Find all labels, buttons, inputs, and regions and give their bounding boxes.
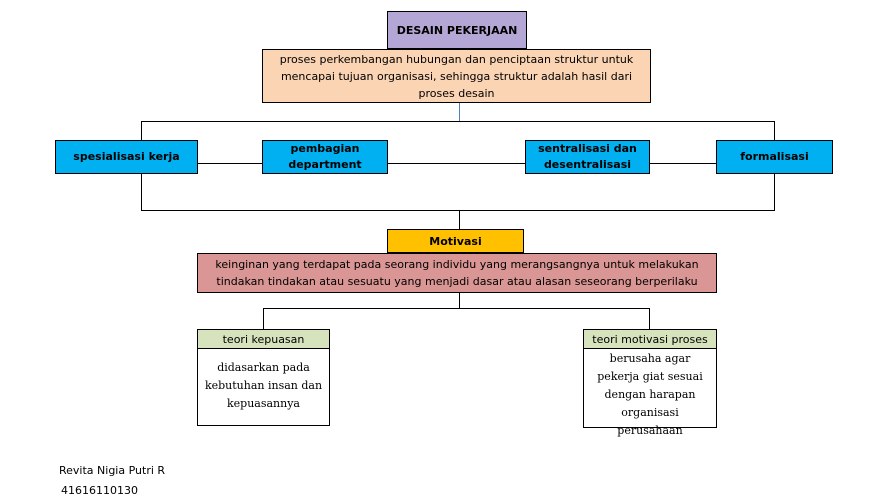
theory-process-title: teori motivasi proses (583, 329, 717, 349)
connector-rise-1 (141, 173, 142, 211)
connector-theory-2 (649, 308, 650, 330)
motivation-title: Motivasi (387, 229, 524, 253)
connector-theory-bus (263, 308, 650, 309)
connector-mid-3 (650, 163, 716, 164)
theory-process-description: berusaha agar pekerja giat sesuai dengan… (583, 348, 717, 437)
element-centralization: sentralisasi dan desentralisasi (525, 140, 650, 174)
element-departmentalization: pembagian department (262, 140, 388, 174)
author-name: Revita Nigia Putri R (59, 464, 166, 477)
connector-drop-1 (141, 121, 142, 141)
connector-mid-2 (388, 163, 526, 164)
motivation-definition: keinginan yang terdapat pada seorang ind… (197, 253, 717, 293)
connector-bottom-bus (141, 210, 775, 211)
connector-drop-4 (774, 121, 775, 141)
theory-satisfaction-title: teori kepuasan (197, 329, 330, 349)
connector-theory-1 (263, 308, 264, 330)
connector-to-motivation (459, 210, 460, 230)
author-id: 41616110130 (61, 484, 138, 497)
page-title: DESAIN PEKERJAAN (387, 11, 527, 49)
connector-mid-1 (198, 163, 262, 164)
element-specialization: spesialisasi kerja (55, 140, 198, 174)
connector-motivation-down (459, 292, 460, 309)
theory-satisfaction-description: didasarkan pada kebutuhan insan dan kepu… (197, 348, 330, 426)
design-definition: proses perkembangan hubungan dan pencipt… (262, 49, 651, 103)
connector-top-bus (141, 121, 775, 122)
element-formalization: formalisasi (716, 140, 833, 174)
connector-title-to-elements (459, 102, 460, 122)
connector-rise-4 (774, 173, 775, 211)
